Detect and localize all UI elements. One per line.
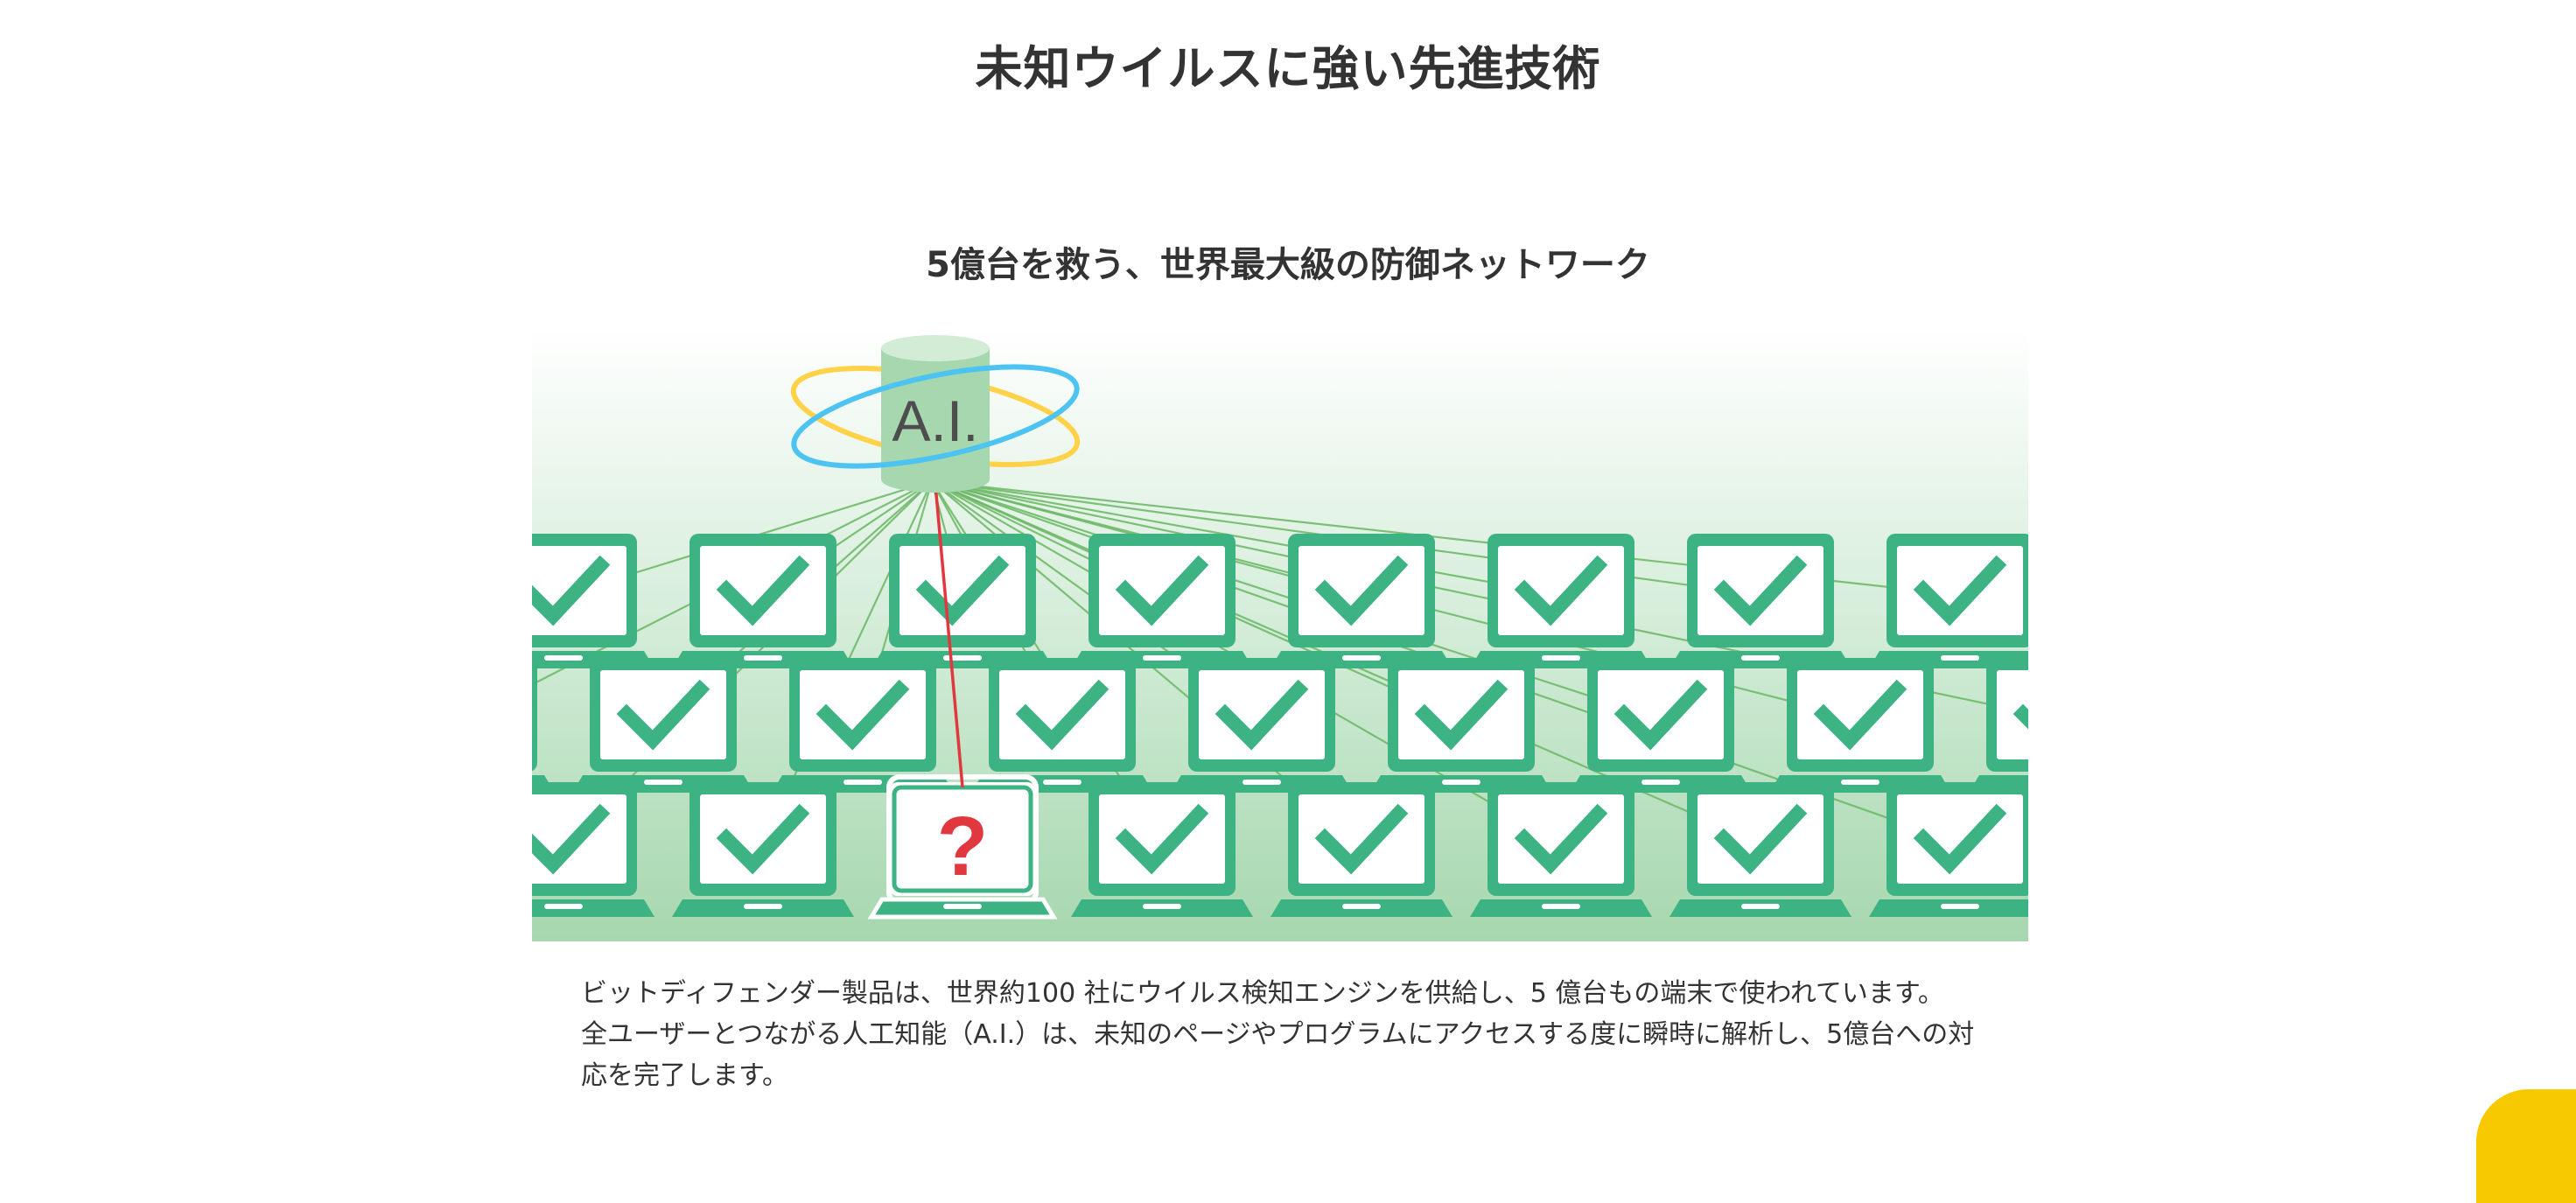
network-line xyxy=(931,479,1562,597)
trackpad xyxy=(1941,904,1979,909)
orbit-blue xyxy=(791,364,1080,469)
check-icon xyxy=(1314,803,1409,875)
alert-line xyxy=(934,484,964,788)
protected-laptop xyxy=(672,534,854,668)
check-icon xyxy=(1015,679,1110,751)
check-icon xyxy=(1713,555,1808,626)
trackpad xyxy=(1642,780,1680,785)
check-icon xyxy=(716,803,810,875)
check-icon xyxy=(1514,803,1608,875)
check-icon xyxy=(532,803,611,875)
trackpad xyxy=(1342,655,1381,661)
trackpad xyxy=(1542,904,1580,909)
check-icon xyxy=(1913,803,2007,875)
trackpad xyxy=(844,780,882,785)
floating-action-button[interactable] xyxy=(2476,1089,2576,1203)
trackpad xyxy=(744,904,782,909)
trackpad xyxy=(1143,904,1181,909)
protected-laptop xyxy=(1071,782,1253,917)
laptop-grid: ? xyxy=(532,534,2028,920)
check-icon xyxy=(915,555,1010,626)
check-icon xyxy=(1913,555,2007,626)
trackpad xyxy=(544,904,583,909)
page-title: 未知ウイルスに強い先進技術 xyxy=(975,41,1601,96)
protected-laptop xyxy=(1470,782,1652,917)
protected-laptop xyxy=(971,658,1153,793)
protected-laptop xyxy=(1869,534,2028,668)
unknown-connection xyxy=(934,484,964,788)
check-icon xyxy=(616,679,710,751)
description-paragraph-1: ビットディフェンダー製品は、世界約100 社にウイルス検知エンジンを供給し、5 … xyxy=(581,978,1944,1009)
protected-laptop xyxy=(1270,534,1452,668)
protected-laptop xyxy=(532,782,654,917)
trackpad xyxy=(1841,780,1880,785)
check-icon xyxy=(1614,679,1708,751)
check-icon xyxy=(1813,679,1908,751)
trackpad xyxy=(544,655,583,661)
protected-laptop xyxy=(1071,534,1253,668)
question-mark-icon: ? xyxy=(937,800,989,893)
check-icon xyxy=(1713,803,1808,875)
check-icon xyxy=(1414,679,1508,751)
trackpad xyxy=(1342,904,1381,909)
protected-laptop xyxy=(1270,782,1452,917)
trackpad xyxy=(943,655,982,661)
ai-network-illustration: ? A.I. xyxy=(532,325,2028,941)
unknown-laptop: ? xyxy=(867,774,1058,920)
server-top xyxy=(881,335,990,361)
section-title: 5億台を救う、世界最大級の防御ネットワーク xyxy=(926,245,1650,285)
description-paragraph-2: 全ユーザーとつながる人工知能（A.I.）は、未知のページやプログラムにアクセスす… xyxy=(581,1019,1975,1091)
trackpad xyxy=(1442,780,1480,785)
check-icon xyxy=(1214,679,1309,751)
check-icon xyxy=(1115,803,1209,875)
trackpad xyxy=(1542,655,1580,661)
protected-laptop xyxy=(1670,782,1852,917)
protected-laptop xyxy=(672,782,854,917)
trackpad xyxy=(1143,655,1181,661)
laptop-screen xyxy=(532,658,537,772)
trackpad xyxy=(943,904,982,909)
check-icon xyxy=(532,555,611,626)
ai-server: A.I. xyxy=(790,335,1081,493)
trackpad xyxy=(644,780,682,785)
check-icon xyxy=(1115,555,1209,626)
trackpad xyxy=(744,655,782,661)
description: ビットディフェンダー製品は、世界約100 社にウイルス検知エンジンを供給し、5 … xyxy=(581,973,1990,1096)
server-cylinder xyxy=(881,348,990,493)
trackpad xyxy=(1741,655,1780,661)
trackpad xyxy=(1242,780,1281,785)
check-icon xyxy=(1514,555,1608,626)
trackpad xyxy=(1941,655,1979,661)
check-icon xyxy=(816,679,910,751)
protected-laptop xyxy=(1570,658,1752,793)
ai-label: A.I. xyxy=(892,388,978,453)
trackpad xyxy=(1741,904,1780,909)
check-icon xyxy=(716,555,810,626)
trackpad xyxy=(1043,780,1082,785)
check-icon xyxy=(1314,555,1409,626)
protected-laptop xyxy=(1869,782,2028,917)
screen-display xyxy=(1997,670,2028,759)
